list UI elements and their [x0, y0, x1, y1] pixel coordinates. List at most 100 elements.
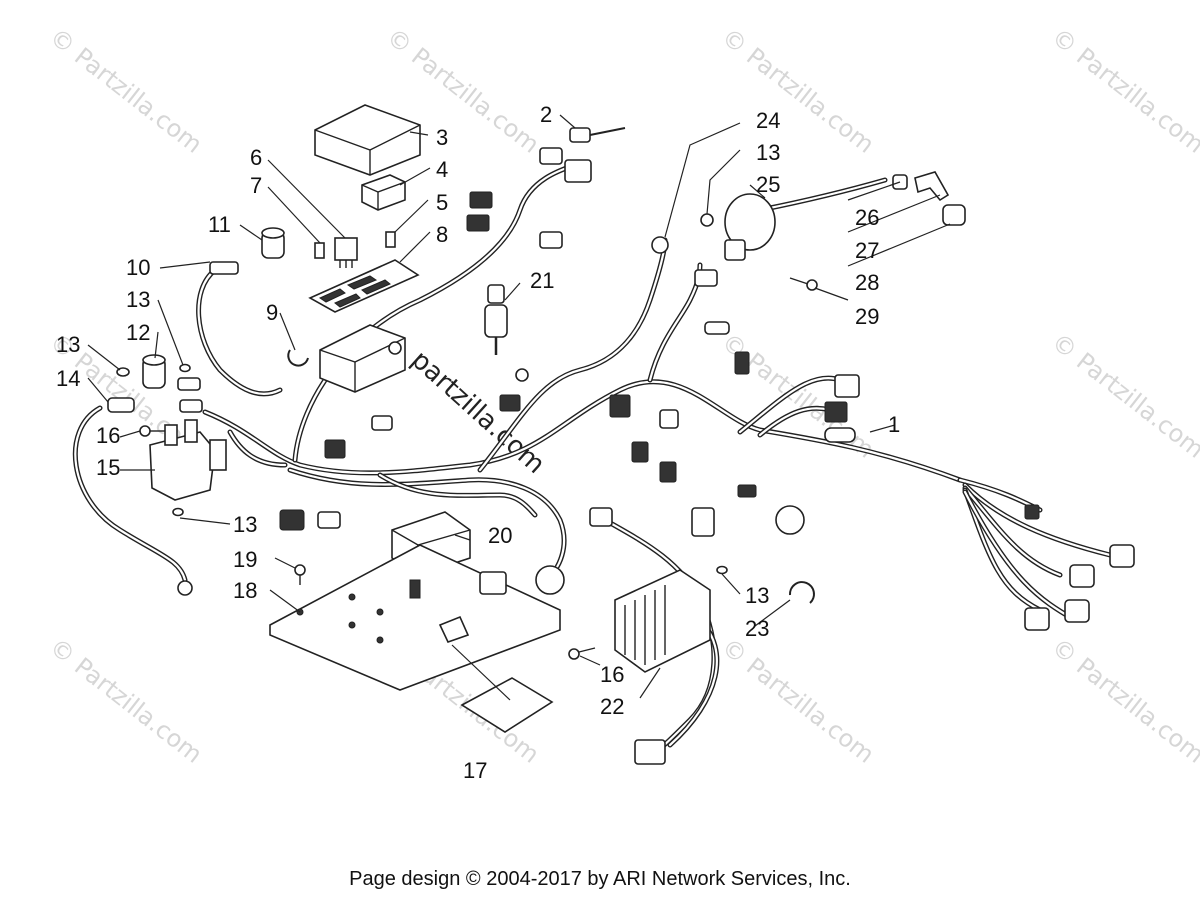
callout-13b: 13 — [56, 332, 80, 357]
ring-terminal — [177, 580, 193, 596]
spark-plug-21 — [484, 284, 508, 355]
connector-plate-1 — [479, 571, 507, 595]
cap-boot-27 — [914, 171, 950, 202]
boot-12 — [142, 354, 166, 389]
connector-left-2 — [317, 511, 341, 529]
boot-11 — [261, 227, 285, 259]
starter-solenoid — [149, 419, 227, 501]
watermark-4: © Partzilla.com — [1046, 23, 1200, 159]
clamp-23 — [788, 581, 815, 604]
callout-5: 5 — [436, 190, 448, 215]
connector-upper-5 — [539, 231, 563, 249]
mounting-plate-18 — [269, 544, 561, 691]
callout-11: 11 — [208, 212, 231, 237]
terminal-14 — [107, 397, 135, 413]
callout-9: 9 — [266, 300, 278, 325]
screw-29 — [789, 277, 818, 291]
regulator-plug-top — [589, 507, 613, 527]
nut-13b — [179, 363, 191, 373]
connector-upper-4 — [466, 214, 490, 232]
connector-far-5 — [1064, 599, 1090, 623]
callout-22: 22 — [600, 694, 624, 719]
connector-mid-1 — [694, 269, 718, 287]
callout-13d: 13 — [756, 140, 780, 165]
callout-28: 28 — [855, 270, 879, 295]
bolt-16b — [568, 647, 596, 660]
callout-21: 21 — [530, 268, 554, 293]
connector-left-4 — [371, 415, 393, 431]
regulator-22 — [614, 569, 711, 673]
callout-3: 3 — [436, 125, 448, 150]
connector-mid-8 — [691, 507, 715, 537]
watermark-3: © Partzilla.com — [716, 23, 879, 159]
connector-left-3 — [324, 439, 346, 459]
ignition-coil-25 — [724, 193, 776, 261]
watermark-7: © Partzilla.com — [1046, 328, 1200, 464]
connector-mid-9 — [737, 484, 757, 498]
connector-mid-4 — [609, 394, 631, 418]
relay-6 — [334, 237, 358, 268]
callout-1: 1 — [888, 412, 900, 437]
watermark-8: © Partzilla.com — [44, 633, 207, 769]
connector-upper-3 — [469, 191, 493, 209]
callout-2: 2 — [540, 102, 552, 127]
nut-13e — [716, 565, 728, 575]
main-harness — [72, 162, 1113, 758]
connector-far-3 — [1069, 564, 1095, 588]
connector-far-4 — [1024, 607, 1050, 631]
fuse-block — [319, 324, 406, 393]
watermark-11: © Partzilla.com — [1046, 633, 1200, 769]
callout-19: 19 — [233, 547, 257, 572]
watermark-1: © Partzilla.com — [44, 23, 207, 159]
callout-25: 25 — [756, 172, 780, 197]
regulator-connector — [634, 739, 666, 765]
lug-b — [179, 399, 203, 413]
connector-right-2 — [824, 401, 848, 423]
callout-23: 23 — [745, 616, 769, 641]
callout-24: 24 — [756, 108, 780, 133]
washer-13d — [700, 213, 714, 227]
ground-left — [515, 368, 529, 382]
connector-plate-2 — [535, 565, 565, 595]
connector-mid-3 — [734, 351, 750, 375]
callout-8: 8 — [436, 222, 448, 247]
callout-7: 7 — [250, 173, 262, 198]
callout-27: 27 — [855, 238, 879, 263]
relay-4 — [361, 174, 406, 211]
nut-13c — [172, 507, 184, 517]
callout-4: 4 — [436, 157, 448, 182]
connector-mid-6 — [631, 441, 649, 463]
screw-19 — [294, 564, 306, 585]
connector-mid-5 — [659, 409, 679, 429]
callout-13e: 13 — [745, 583, 769, 608]
cable-end-10 — [209, 261, 239, 275]
connector-left-5 — [499, 394, 521, 412]
connector-2 — [569, 127, 626, 143]
leader-lines — [87, 114, 951, 701]
callout-6: 6 — [250, 145, 262, 170]
callout-18: 18 — [233, 578, 257, 603]
cap-28 — [942, 204, 966, 226]
callout-20: 20 — [488, 523, 512, 548]
connector-left-1 — [279, 509, 305, 531]
socket-mid — [775, 505, 805, 535]
callout-16a: 16 — [96, 423, 120, 448]
fuse-5 — [385, 231, 396, 248]
connector-far-1 — [1024, 504, 1040, 520]
fuse-box-cover — [314, 104, 421, 176]
callout-10: 10 — [126, 255, 150, 280]
connector-far-2 — [1109, 544, 1135, 568]
callout-17: 17 — [463, 758, 487, 783]
callout-14: 14 — [56, 366, 80, 391]
callout-13a: 13 — [126, 287, 150, 312]
label-17 — [460, 677, 554, 733]
callout-16b: 16 — [600, 662, 624, 687]
parts — [107, 104, 1135, 765]
connector-right-1 — [834, 374, 860, 398]
fuse-label — [308, 259, 420, 313]
ground-ring-24 — [651, 236, 669, 254]
clamp-9 — [287, 349, 309, 367]
connector-mid-7 — [659, 461, 677, 483]
callouts: 1 2 3 4 5 6 7 8 9 10 11 12 13 13 14 16 1… — [56, 102, 900, 783]
